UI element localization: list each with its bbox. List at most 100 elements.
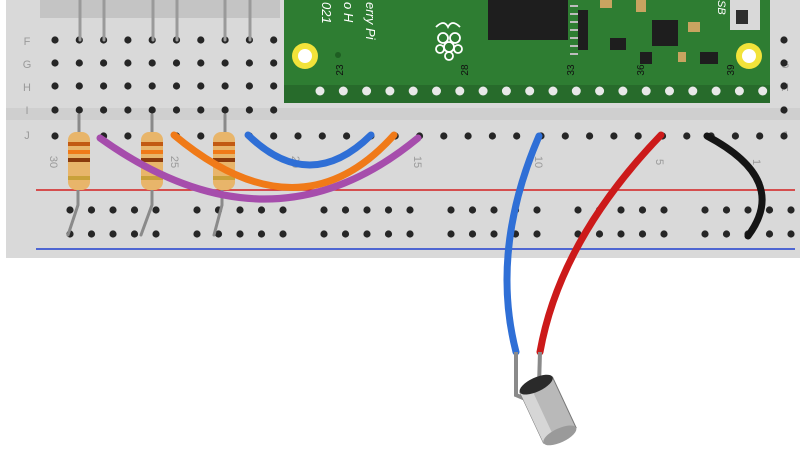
breadboard-hole: [270, 59, 278, 67]
breadboard-hole: [193, 230, 201, 238]
breadboard-hole: [148, 59, 156, 67]
row-letter: F: [24, 36, 31, 48]
breadboard-hole: [221, 82, 229, 90]
breadboard-hole: [638, 230, 647, 238]
breadboard-hole: [75, 59, 83, 67]
breadboard-hole: [490, 230, 498, 238]
breadboard-hole: [617, 206, 625, 214]
breadboard-hole: [100, 82, 108, 90]
capacitor: [600, 0, 612, 8]
breadboard-hole: [51, 82, 59, 90]
pico-pin: [455, 86, 465, 96]
breadboard-hole: [257, 230, 266, 238]
breadboard-hole: [318, 132, 326, 140]
pico-silk-text: 021: [319, 2, 334, 24]
capacitor: [678, 52, 686, 62]
pico-pin: [338, 86, 348, 96]
breadboard-hole: [780, 59, 788, 67]
breadboard-hole: [172, 59, 181, 67]
breadboard-hole: [172, 82, 181, 90]
breadboard-hole: [574, 206, 582, 214]
breadboard-hole: [722, 206, 731, 214]
breadboard-hole: [245, 106, 253, 114]
breadboard-hole: [51, 132, 59, 140]
breadboard-hole: [124, 82, 132, 90]
column-number: 25: [168, 156, 180, 168]
breadboard-hole: [384, 206, 393, 214]
breadboard-hole: [343, 132, 351, 140]
breadboard-hole: [109, 230, 117, 238]
breadboard-hole: [197, 106, 205, 114]
buzzer: [514, 351, 577, 446]
breadboard-hole: [586, 132, 594, 140]
column-number: 30: [47, 156, 59, 168]
pico-pin: [665, 86, 674, 96]
breadboard-hole: [51, 36, 59, 44]
pico-silk-text: o H: [341, 2, 356, 23]
pin-number: 23: [335, 64, 346, 76]
pico-board: erry Pi o H 021 SB: [284, 0, 770, 103]
pico-pin: [362, 86, 372, 96]
pico-pin: [525, 86, 535, 96]
wire-red-buzzer: [536, 131, 665, 356]
breadboard-hole: [152, 206, 160, 214]
breadboard-hole: [561, 132, 569, 140]
breadboard-hole: [75, 106, 83, 114]
breadboard-hole: [124, 36, 132, 44]
wire-purple: [96, 134, 422, 203]
breadboard-hole: [124, 132, 132, 140]
column-number: 1: [750, 159, 762, 165]
breadboard-hole: [320, 206, 328, 214]
breadboard-hole: [320, 230, 328, 238]
row-letters-left: F G H I J: [23, 36, 32, 142]
pico-pin: [478, 86, 488, 96]
pico-pins: [315, 86, 768, 96]
breadboard-hole: [440, 132, 448, 140]
breadboard-hole: [221, 106, 229, 114]
pico-silk-text: erry Pi: [363, 2, 378, 41]
pico-pin: [501, 86, 511, 96]
breadboard-hole: [464, 132, 472, 140]
breadboard-hole: [660, 206, 668, 214]
breadboard-hole: [617, 230, 625, 238]
row-letter: H: [23, 82, 31, 94]
rp2040-chip: [488, 0, 568, 40]
wire-orange: [170, 131, 398, 191]
breadboard-hole: [221, 59, 229, 67]
breadboard-hole: [610, 132, 618, 140]
pico-pin: [641, 86, 651, 96]
breadboard-hole: [660, 230, 668, 238]
breadboard-hole: [533, 206, 541, 214]
regulator: [652, 20, 678, 46]
wire-blue-buzzer: [503, 132, 543, 356]
breadboard-hole: [270, 82, 278, 90]
breadboard-hole: [152, 230, 160, 238]
breadboard-hole: [100, 106, 108, 114]
breadboard-hole: [245, 82, 253, 90]
breadboard-hole: [787, 230, 795, 238]
pico-pin: [571, 86, 581, 96]
breadboard-hole: [638, 206, 647, 214]
breadboard-hole: [744, 206, 752, 214]
breadboard-hole: [124, 59, 132, 67]
breadboard-hole: [447, 230, 455, 238]
breadboard-hole: [130, 206, 139, 214]
breadboard-hole: [193, 206, 201, 214]
breadboard-hole: [341, 230, 350, 238]
wire-blue-short: [244, 131, 375, 169]
breadboard-hole: [363, 206, 371, 214]
column-number: 10: [532, 156, 544, 168]
resistor: [141, 132, 163, 190]
usb-label: SB: [715, 0, 727, 15]
breadboard-hole: [197, 59, 205, 67]
wire-black: [703, 132, 766, 240]
pico-pin: [711, 86, 721, 96]
pico-pin: [595, 86, 605, 96]
breadboard-hole: [87, 206, 96, 214]
capacitor: [688, 22, 700, 32]
breadboard-hole: [488, 132, 496, 140]
breadboard-hole: [109, 206, 117, 214]
breadboard-hole: [406, 230, 414, 238]
breadboard-hole: [148, 82, 156, 90]
breadboard-hole: [780, 132, 788, 140]
